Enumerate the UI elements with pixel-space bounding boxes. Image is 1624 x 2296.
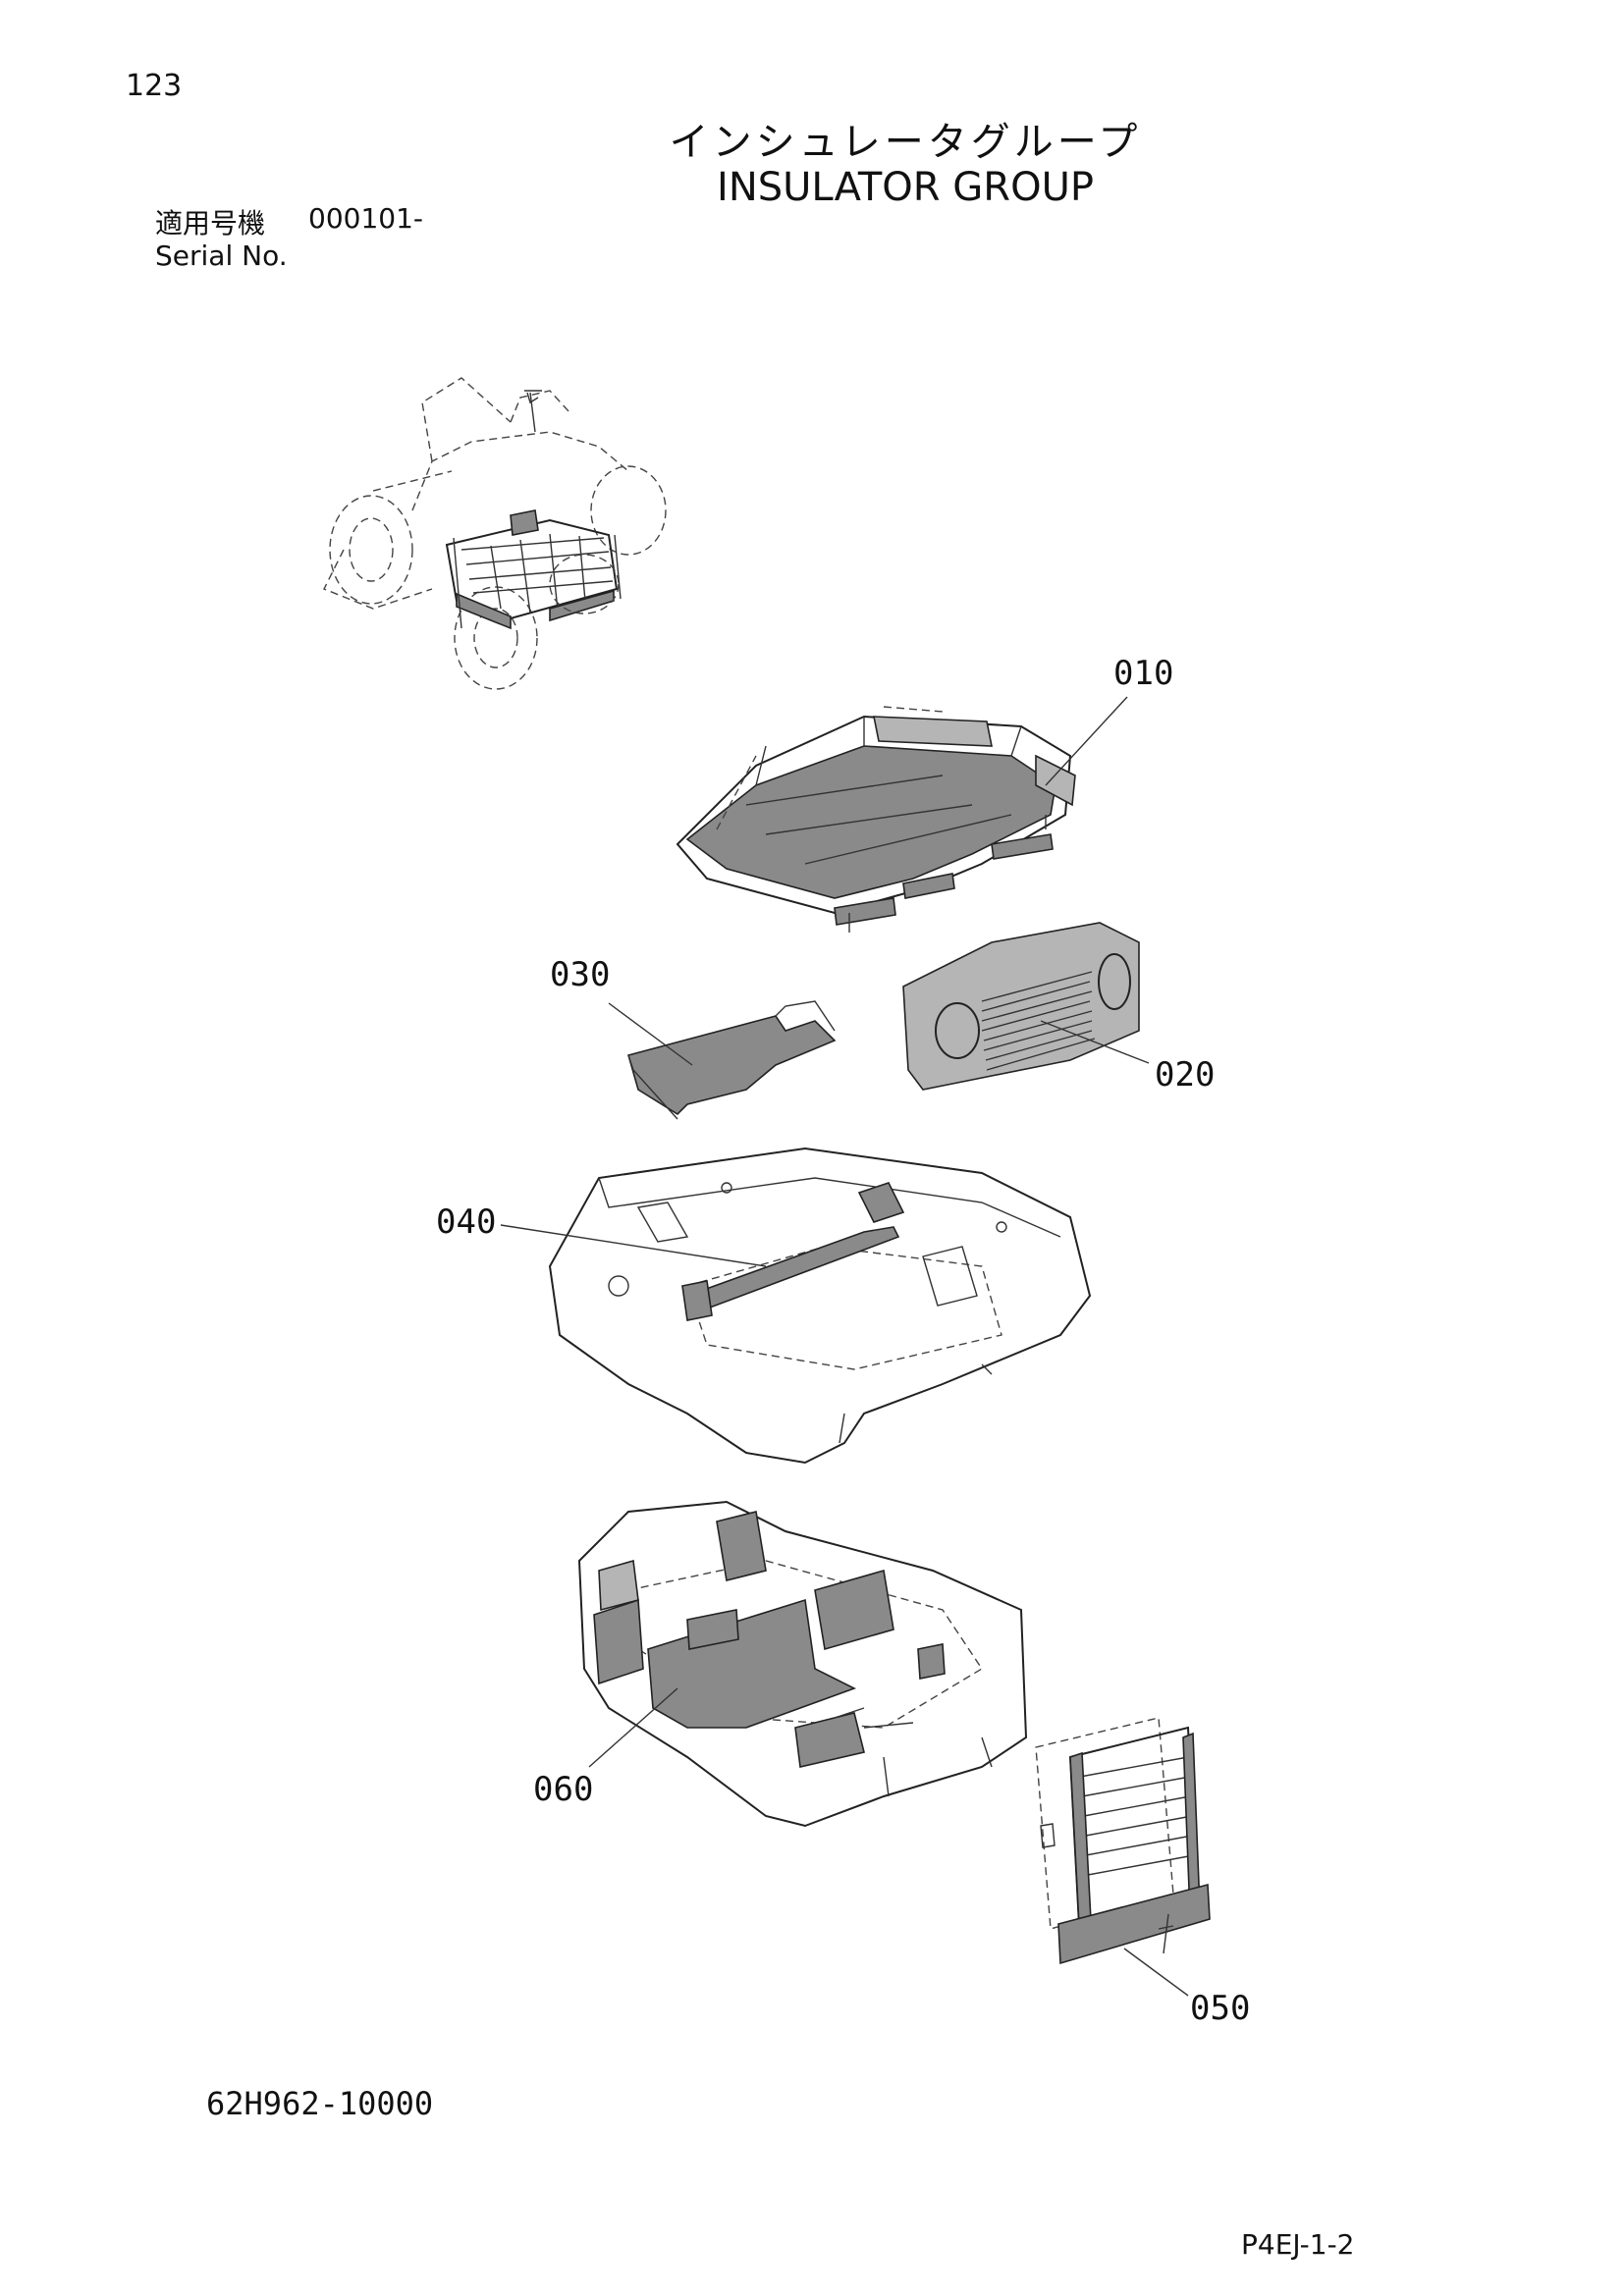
part-030-floor-insulator [627,1000,837,1120]
serial-label-japanese: 適用号機 [155,207,266,240]
callout-040: 040 [436,1202,496,1242]
callout-leader-lines [500,696,1189,1997]
serial-label-english: Serial No. [155,240,288,272]
leader-line-020 [1040,1020,1150,1064]
leader-line-030 [608,1002,693,1066]
leader-line-010 [1045,696,1128,786]
callout-050: 050 [1190,1989,1250,2028]
leader-line-060 [588,1687,678,1768]
leader-line-050 [1123,1948,1189,1997]
callout-010: 010 [1113,654,1173,693]
part-040-frame-insulator [548,1147,1092,1465]
document-code: 62H962-10000 [206,2085,434,2122]
page-code: P4EJ-1-2 [1241,2228,1355,2261]
callout-020: 020 [1155,1055,1215,1095]
callout-030: 030 [550,955,610,994]
part-060-lower-insulators [577,1500,1028,1828]
part-020-grille-insulator [902,922,1140,1091]
part-050-radiator-insulator [1035,1717,1211,1965]
callout-060: 060 [533,1770,593,1809]
page-title-english: INSULATOR GROUP [717,165,1094,210]
machine-overview-illustration [323,377,667,690]
page-title-japanese: インシュレータグループ [669,120,1142,165]
leader-line-040 [500,1224,767,1267]
page-number: 123 [126,69,183,103]
serial-number-value: 000101- [308,202,423,235]
part-010-cover-insulator [676,706,1076,933]
